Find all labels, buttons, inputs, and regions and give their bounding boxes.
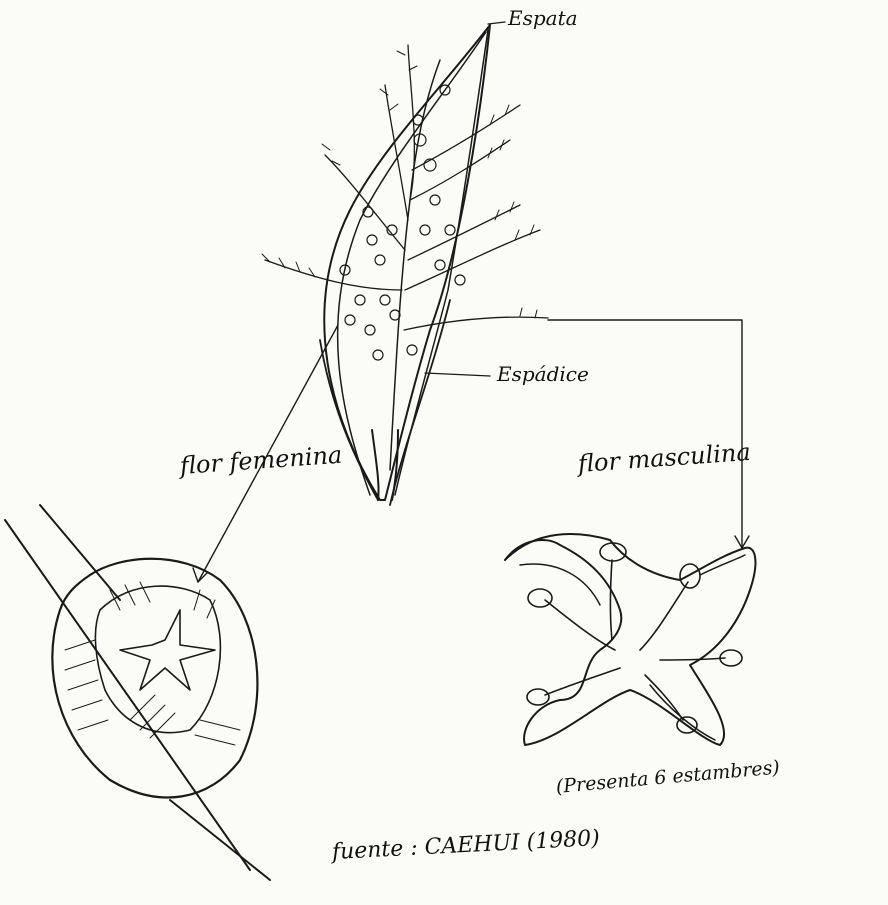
male-flower-drawing	[505, 534, 755, 745]
female-flower-drawing	[5, 505, 270, 880]
inflorescence	[262, 22, 548, 505]
label-espadice: Espádice	[497, 362, 589, 386]
label-espata: Espata	[508, 6, 578, 30]
